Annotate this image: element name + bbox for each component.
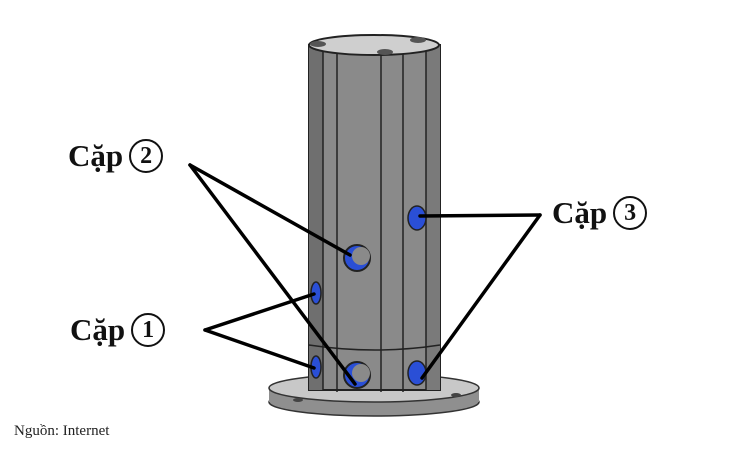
circled-number-2: 2 xyxy=(129,138,164,173)
circled-number-1: 1 xyxy=(131,312,166,347)
leader-lines xyxy=(188,163,542,386)
holes xyxy=(310,205,427,389)
circled-number-3: 3 xyxy=(613,195,648,230)
hole-pair3-upper xyxy=(407,205,427,231)
label-pair-2-text: Cặp xyxy=(68,138,124,173)
hole-pair1-upper xyxy=(310,281,322,305)
label-pair-3-text: Cặp xyxy=(552,195,608,230)
source-caption: Nguồn: Internet xyxy=(14,423,110,439)
label-pair-1-text: Cặp xyxy=(70,312,126,347)
hole-pair3-lower xyxy=(407,360,427,386)
